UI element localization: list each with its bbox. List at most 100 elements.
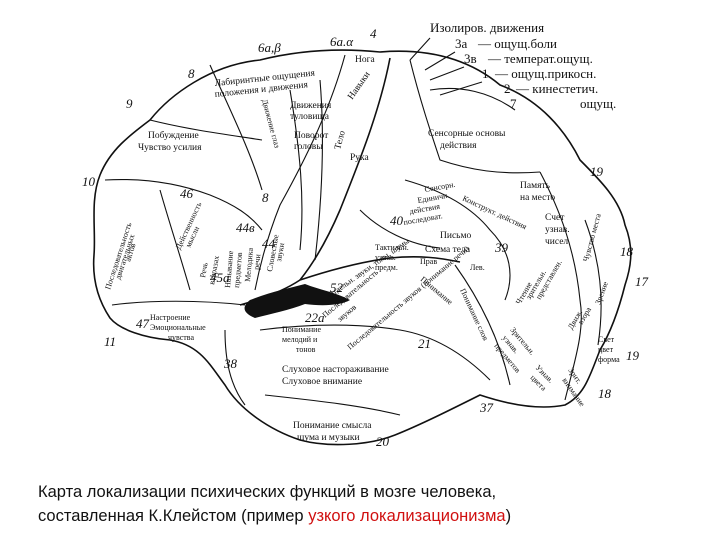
label-melody-1: Мелодика <box>243 247 255 282</box>
label-motion-2: взора <box>576 305 593 326</box>
legend-3b-text: — температ.ощущ. <box>487 51 593 66</box>
label-sound-2: звуки <box>274 242 286 263</box>
label-sensory-1: Сенсорные основы <box>428 129 506 139</box>
temporal-sulcus-1 <box>259 324 491 381</box>
area-44b-number: 44в <box>236 220 255 235</box>
label-ruka: Рука <box>350 153 370 163</box>
label-scheme: Схема тела <box>425 245 471 255</box>
label-tone-1: Понимание <box>282 325 321 334</box>
area-22a-number: 22а <box>305 310 325 325</box>
label-mood-1: Настроение <box>150 313 191 322</box>
area-17-number: 17 <box>635 274 649 289</box>
area-37-number: 37 <box>479 400 494 415</box>
area-40-number: 40 <box>390 213 404 228</box>
label-count-1: Счет <box>545 213 565 223</box>
label-motive-2: Чувство усилия <box>138 143 202 153</box>
area-19-number: 19 <box>590 164 604 179</box>
label-mood-3: чувства <box>168 333 194 342</box>
legend-leader <box>409 37 483 96</box>
label-eye: Движение глаз <box>260 98 282 149</box>
legend-7-text: ощущ. <box>580 96 616 111</box>
label-construct: Конструкт. действия <box>461 194 528 232</box>
label-meaning-1: Понимание смысла <box>293 421 372 431</box>
area-46-number: 46 <box>180 186 194 201</box>
label-noga: Нога <box>355 55 376 65</box>
parietal-boundary-2 <box>404 179 511 301</box>
caption-line-2: составленная К.Клейстом (пример узкого л… <box>38 504 698 528</box>
area-4-number: 4 <box>370 26 377 41</box>
label-tone-3: тонов <box>296 345 316 354</box>
area-18-number: 18 <box>620 244 634 259</box>
area-10-number: 10 <box>82 174 96 189</box>
brain-map-diagram: Изолиров. движения 3а — ощущ.боли 3в — т… <box>82 20 649 449</box>
frontal-boundary-2 <box>149 119 263 141</box>
label-sensor-4: последоват. <box>403 211 443 227</box>
label-count-2: узнав. <box>545 225 570 235</box>
area-20-number: 20 <box>376 434 390 449</box>
caption: Карта локализации психических функций в … <box>38 480 698 528</box>
frontal-boundary-4 <box>159 189 191 291</box>
orbital-boundary <box>111 300 246 306</box>
parietal-boundary <box>409 59 541 174</box>
legend-2-num: 2 <box>504 81 511 96</box>
caption-highlight: узкого локализационизма <box>308 507 506 525</box>
label-meaning-2: шума и музыки <box>297 433 360 443</box>
label-memory-1: Память <box>520 181 551 191</box>
legend-3a-text: — ощущ.боли <box>477 36 557 51</box>
label-melody-2: речи <box>252 253 262 270</box>
temporal-sulcus-2 <box>264 394 401 416</box>
label-motive-1: Побуждение <box>148 130 199 141</box>
label-torso-1: Движения <box>290 101 332 111</box>
caption-line-1: Карта локализации психических функций в … <box>38 483 497 501</box>
gyrus-line-3 <box>314 79 324 261</box>
label-naming-1: Называние <box>223 250 235 288</box>
label-memory-2: на место <box>520 193 555 203</box>
label-turn-2: головы <box>294 142 323 152</box>
area-39-number: 39 <box>494 240 509 255</box>
area-52-number: 52 <box>330 280 344 295</box>
label-hearing-2: Слуховое внимание <box>282 377 362 387</box>
area-8b-number: 8 <box>262 190 269 205</box>
precentral-sulcus <box>254 54 346 291</box>
label-left: Лев. <box>470 263 485 272</box>
label-naming-2: предметов <box>232 252 244 288</box>
legend-title: Изолиров. движения <box>430 20 544 35</box>
gyrus-line-5 <box>224 329 246 406</box>
label-turn-1: Поворот <box>294 131 329 141</box>
label-light-2: цвет <box>598 345 614 354</box>
insula-black-area <box>244 284 350 318</box>
legend-3a-num: 3а <box>455 36 468 51</box>
label-vision: Зрение <box>593 280 610 306</box>
angular-boundary <box>454 264 511 386</box>
label-light-1: Свет <box>598 335 615 344</box>
area-38-number: 38 <box>223 356 238 371</box>
legend-1-text: — ощущ.прикосн. <box>494 66 596 81</box>
label-count-3: чисел <box>545 237 568 247</box>
area-6aa-number: 6a.α <box>330 34 354 49</box>
area-47-number: 47 <box>136 316 150 331</box>
area-21-number: 21 <box>418 336 431 351</box>
legend-1-num: 1 <box>482 66 489 81</box>
area-8-number: 8 <box>188 66 195 81</box>
label-mood-2: Эмоциональные <box>150 323 206 332</box>
legend-2-text: — кинестетич. <box>515 81 598 96</box>
label-tone-2: мелодий и <box>282 335 318 344</box>
frontal-boundary-3 <box>104 178 263 231</box>
label-hearing-1: Слуховое настораживание <box>282 365 389 375</box>
caption-line-2-prefix: составленная К.Клейстом (пример <box>38 507 309 525</box>
caption-line-2-suffix: ) <box>505 507 512 525</box>
label-right: Прав <box>420 257 437 266</box>
occipital-boundary-2 <box>584 219 602 346</box>
occipital-boundary <box>539 171 582 401</box>
area-19b-number: 19 <box>626 348 640 363</box>
label-light-3: форма <box>598 355 620 364</box>
label-tactile-3: предм. <box>375 263 398 272</box>
gyrus-line-4 <box>359 209 441 249</box>
label-speech-1: Речь <box>198 261 210 278</box>
legend-7-num: 7 <box>510 96 517 111</box>
label-feel-place: Чувство места <box>581 212 603 262</box>
gyrus-line-2 <box>289 89 303 251</box>
frontal-boundary <box>209 64 263 191</box>
area-18b-number: 18 <box>598 386 612 401</box>
label-navyki: Навыки <box>346 70 372 102</box>
